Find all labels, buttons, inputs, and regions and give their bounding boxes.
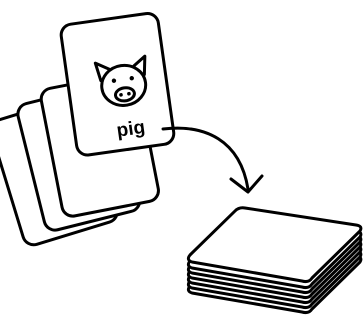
card-fan: pig: [0, 12, 175, 247]
sort-arrow: [163, 128, 262, 192]
front-card: pig: [60, 12, 175, 156]
card-deck: [188, 208, 361, 313]
card-label: pig: [115, 117, 146, 142]
